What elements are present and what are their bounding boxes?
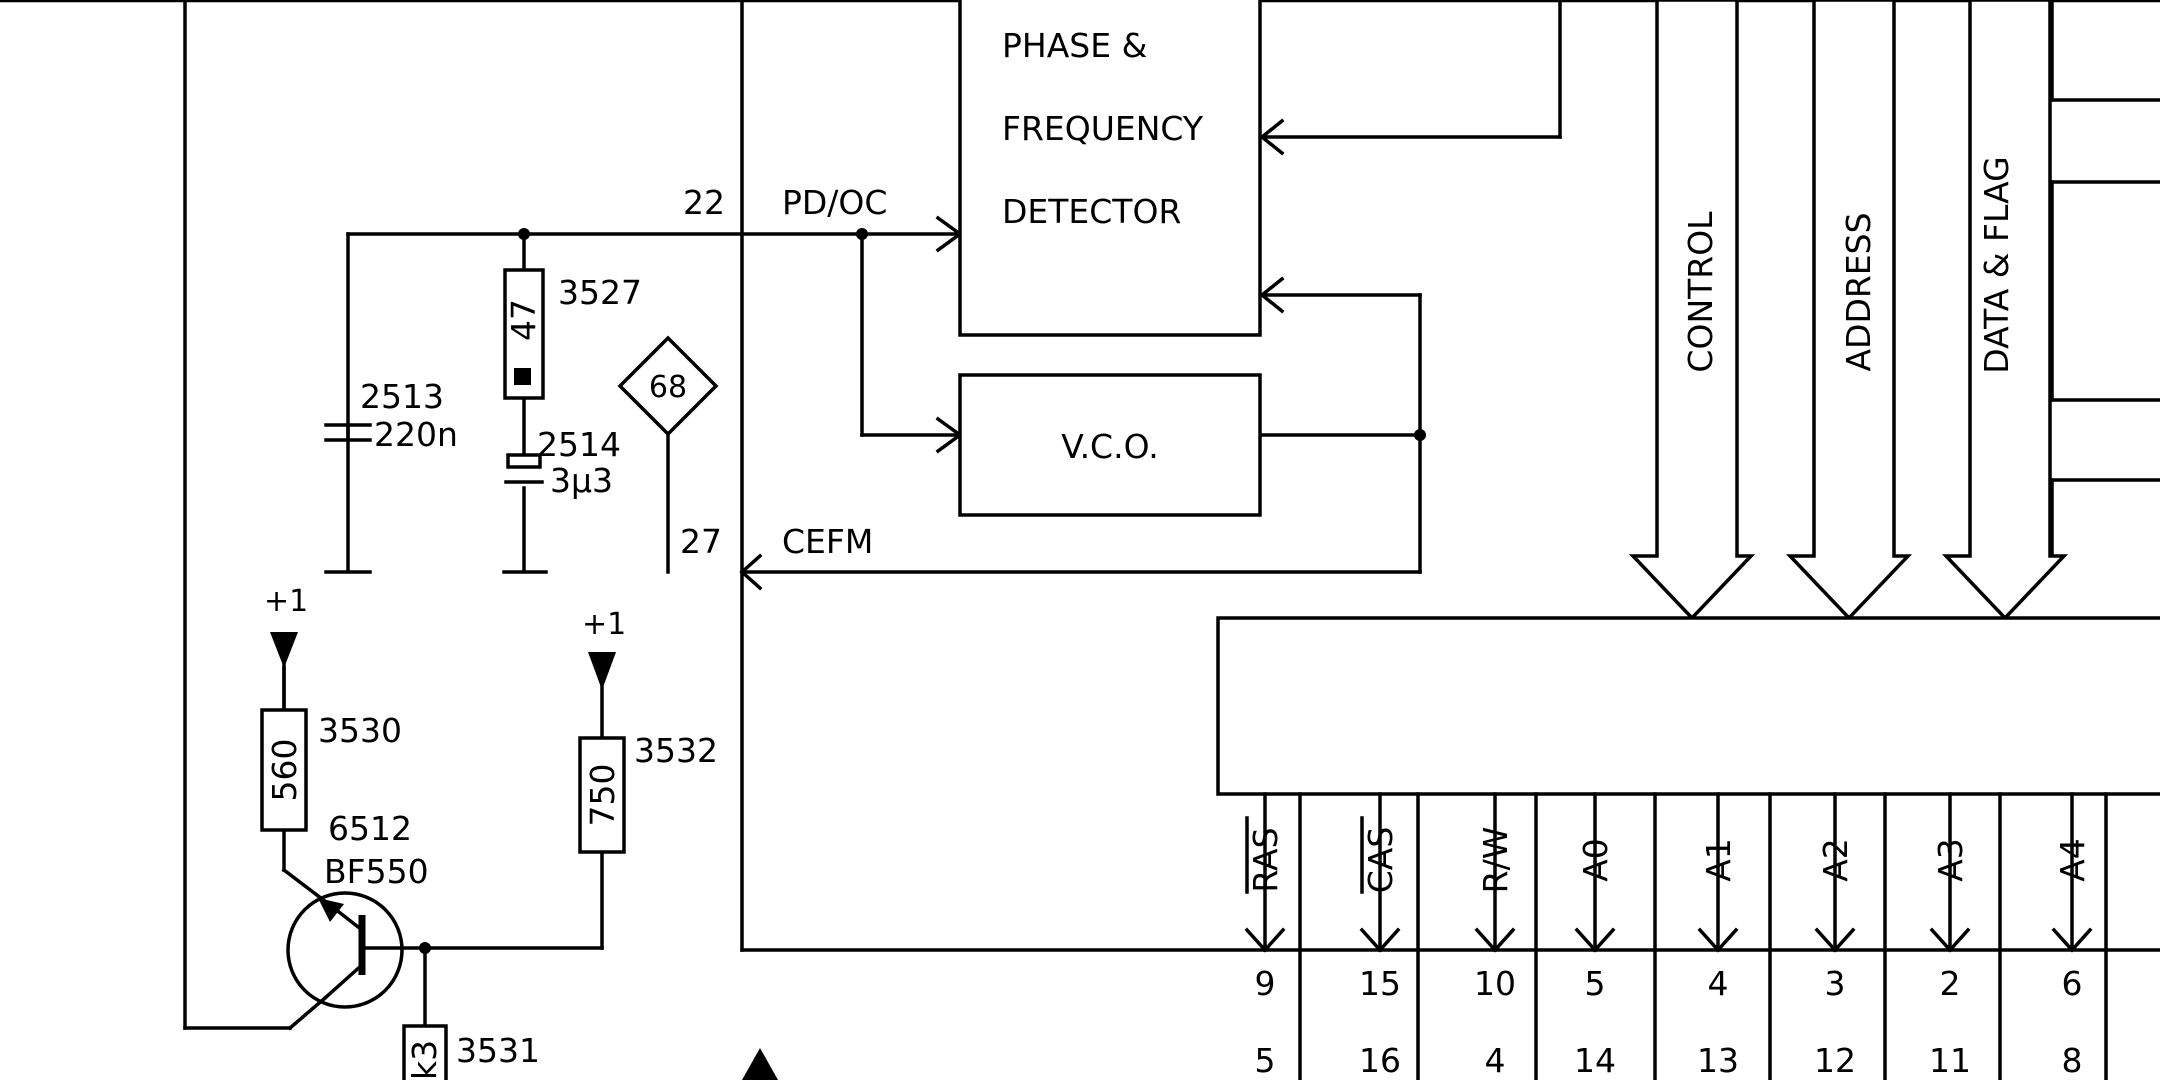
pfd-label-line-3: DETECTOR [1002,192,1181,231]
bus-label-address: ADDRESS [1839,212,1878,371]
vco-block [958,373,1262,517]
capacitor-2513-ref: 2513 [360,377,444,416]
transistor-6512 [286,891,427,1009]
ic-pin-name: A4 [2053,838,2092,882]
resistor-3532-value: 750 [583,764,622,827]
ic-pin-name: A3 [1931,838,1970,882]
ic-pin-number-top: 4 [1708,964,1729,1003]
ic-pin-number-bottom: 5 [1255,1041,1276,1080]
ic-pin-number-top: 10 [1474,964,1516,1003]
partial-triangle-marker [742,1048,778,1080]
ic-body [1216,616,2160,796]
resistor-3530 [260,708,308,832]
ic-pin-number-bottom: 8 [2062,1041,2083,1080]
pfd-label-line-1: PHASE & [1002,26,1147,65]
ic-pin-name: RAS [1246,827,1285,892]
ic-pin-number-bottom: 14 [1574,1041,1616,1080]
ic-pin-name: A0 [1576,838,1615,882]
pin-22-label: 22 [683,183,725,222]
ic-pin-number-top: 6 [2062,964,2083,1003]
ic-pin-number-top: 2 [1940,964,1961,1003]
ic-pin-number-bottom: 13 [1697,1041,1739,1080]
test-point-label: 68 [649,370,687,405]
ic-pin-number-bottom: 12 [1814,1041,1856,1080]
bus-arrows [1628,0,2069,621]
resistor-3527-marker [514,368,531,385]
bus-label-data-flag: DATA & FLAG [1977,156,2016,373]
resistor-3532-ref: 3532 [634,731,718,770]
ic-pin-number-bottom: 16 [1359,1041,1401,1080]
supply-right-label: +1 [582,607,626,642]
ic-pin-number-bottom: 4 [1485,1041,1506,1080]
capacitor-2514-ref: 2514 [537,425,621,464]
resistor-3527-value: 47 [504,299,543,341]
capacitor-2514-value: 3µ3 [550,461,613,500]
ic-pin-number-bottom: 11 [1929,1041,1971,1080]
resistor-3530-ref: 3530 [318,711,402,750]
capacitor-2513-value: 220n [374,415,458,454]
resistor-3531 [402,1024,448,1080]
net-cefm-label: CEFM [782,522,873,561]
ic-pin-number-top: 5 [1585,964,1606,1003]
transistor-6512-ref: 6512 [328,809,412,848]
arrowheads [739,118,1285,591]
pfd-label-line-2: FREQUENCY [1002,109,1204,148]
ic-pin-name: CAS [1361,827,1400,894]
supply-left-label: +1 [264,584,308,619]
test-point-diamond [617,335,719,437]
bus-label-control: CONTROL [1681,211,1720,373]
net-pdoc-label: PD/OC [782,183,887,222]
ic-pin-number-top: 15 [1359,964,1401,1003]
ic-pin-name: R/W [1476,827,1515,894]
resistor-3527-ref: 3527 [558,273,642,312]
supply-left-arrow [270,632,298,668]
resistor-3531-value: k3 [405,1040,444,1080]
phase-frequency-detector-block [958,0,1262,337]
transistor-6512-type: BF550 [324,852,429,891]
resistor-3530-value: 560 [265,739,304,802]
pin-27-label: 27 [680,522,722,561]
resistor-3531-ref: 3531 [456,1031,540,1070]
ic-pin-number-top: 3 [1825,964,1846,1003]
ic-pin-name: A1 [1699,838,1738,882]
supply-right-arrow [588,652,616,690]
ic-pin-number-top: 9 [1255,964,1276,1003]
ic-pin-columns: RAS 9 5 CAS 15 16 R/W 10 4 A0 5 14 A1 4 13 A2 3 12 A3 2 11 A4… [1244,792,2108,1080]
capacitor-2514 [504,453,544,484]
resistor-3532 [578,736,626,854]
vco-label: V.C.O. [1061,427,1158,466]
ic-pin-name: A2 [1816,838,1855,882]
